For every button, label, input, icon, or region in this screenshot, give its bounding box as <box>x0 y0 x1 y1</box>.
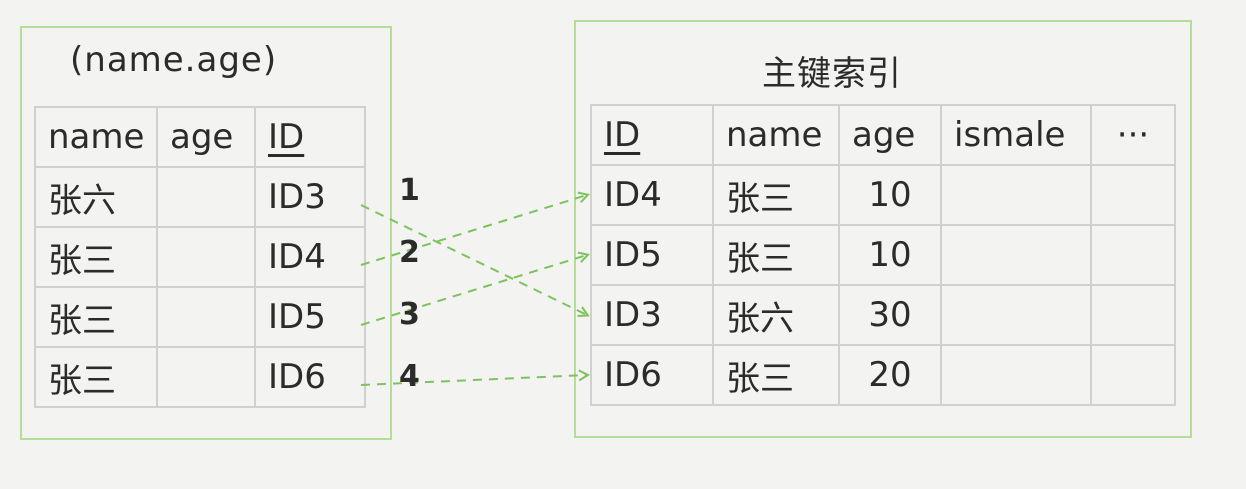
step-number-4: 4 <box>399 359 420 394</box>
table-cell <box>1090 224 1176 286</box>
table-cell: ID4 <box>254 226 366 288</box>
table-row: 张三 ID4 <box>34 226 366 288</box>
table-cell: ID4 <box>590 164 714 226</box>
table-row: 张三 ID5 <box>34 286 366 348</box>
primary-index-panel <box>574 20 1192 438</box>
table-cell: 张三 <box>712 164 840 226</box>
header-cell: ID <box>254 106 366 168</box>
lookup-arrow-3 <box>360 255 587 326</box>
table-cell: 张六 <box>712 284 840 346</box>
header-label: ID <box>604 115 641 155</box>
table-cell: 10 <box>838 164 942 226</box>
primary-index-title: 主键索引 <box>762 54 902 94</box>
table-cell <box>1090 164 1176 226</box>
table-row: 张三 ID6 <box>34 346 366 408</box>
primary-index-table: ID name age ismale ··· ID4 张三 10 ID5 张三 … <box>590 104 1176 406</box>
table-header-row: name age ID <box>34 106 366 168</box>
table-cell <box>1090 284 1176 346</box>
table-cell: ID5 <box>590 224 714 286</box>
step-number-1: 1 <box>399 173 420 208</box>
table-row: 张六 ID3 <box>34 166 366 228</box>
lookup-arrow-2 <box>360 195 587 266</box>
table-cell: 30 <box>838 284 942 346</box>
header-cell: name <box>712 104 840 166</box>
table-cell: 张三 <box>712 344 840 406</box>
header-cell: age <box>838 104 942 166</box>
header-cell: ID <box>590 104 714 166</box>
secondary-index-title: (name.age) <box>70 40 278 80</box>
step-number-2: 2 <box>399 235 420 270</box>
table-cell: 张三 <box>712 224 840 286</box>
table-row: ID4 张三 10 <box>590 164 1176 226</box>
table-cell: 10 <box>838 224 942 286</box>
secondary-index-panel <box>20 26 392 440</box>
header-label: ID <box>268 117 305 157</box>
table-cell <box>940 224 1092 286</box>
table-cell: 张三 <box>34 346 158 408</box>
table-row: ID5 张三 10 <box>590 224 1176 286</box>
header-cell: ismale <box>940 104 1092 166</box>
table-cell: ID6 <box>254 346 366 408</box>
table-cell <box>940 284 1092 346</box>
table-cell: 张三 <box>34 226 158 288</box>
table-row: ID3 张六 30 <box>590 284 1176 346</box>
header-cell: ··· <box>1090 104 1176 166</box>
arrow-group <box>360 195 587 386</box>
table-cell <box>156 286 256 348</box>
lookup-arrow-1 <box>360 204 587 315</box>
table-cell <box>940 164 1092 226</box>
table-cell <box>156 346 256 408</box>
table-cell: 20 <box>838 344 942 406</box>
table-cell: ID3 <box>254 166 366 228</box>
table-cell: ID6 <box>590 344 714 406</box>
secondary-index-table: name age ID 张六 ID3 张三 ID4 张三 ID5 张三 ID6 <box>34 106 366 408</box>
table-cell: 张三 <box>34 286 158 348</box>
table-cell <box>156 226 256 288</box>
table-cell <box>940 344 1092 406</box>
table-cell: ID3 <box>590 284 714 346</box>
table-header-row: ID name age ismale ··· <box>590 104 1176 166</box>
header-cell: name <box>34 106 158 168</box>
table-cell: 张六 <box>34 166 158 228</box>
table-row: ID6 张三 20 <box>590 344 1176 406</box>
table-cell: ID5 <box>254 286 366 348</box>
header-cell: age <box>156 106 256 168</box>
table-cell <box>1090 344 1176 406</box>
table-cell <box>156 166 256 228</box>
lookup-arrow-4 <box>360 375 587 386</box>
step-number-3: 3 <box>399 297 420 332</box>
